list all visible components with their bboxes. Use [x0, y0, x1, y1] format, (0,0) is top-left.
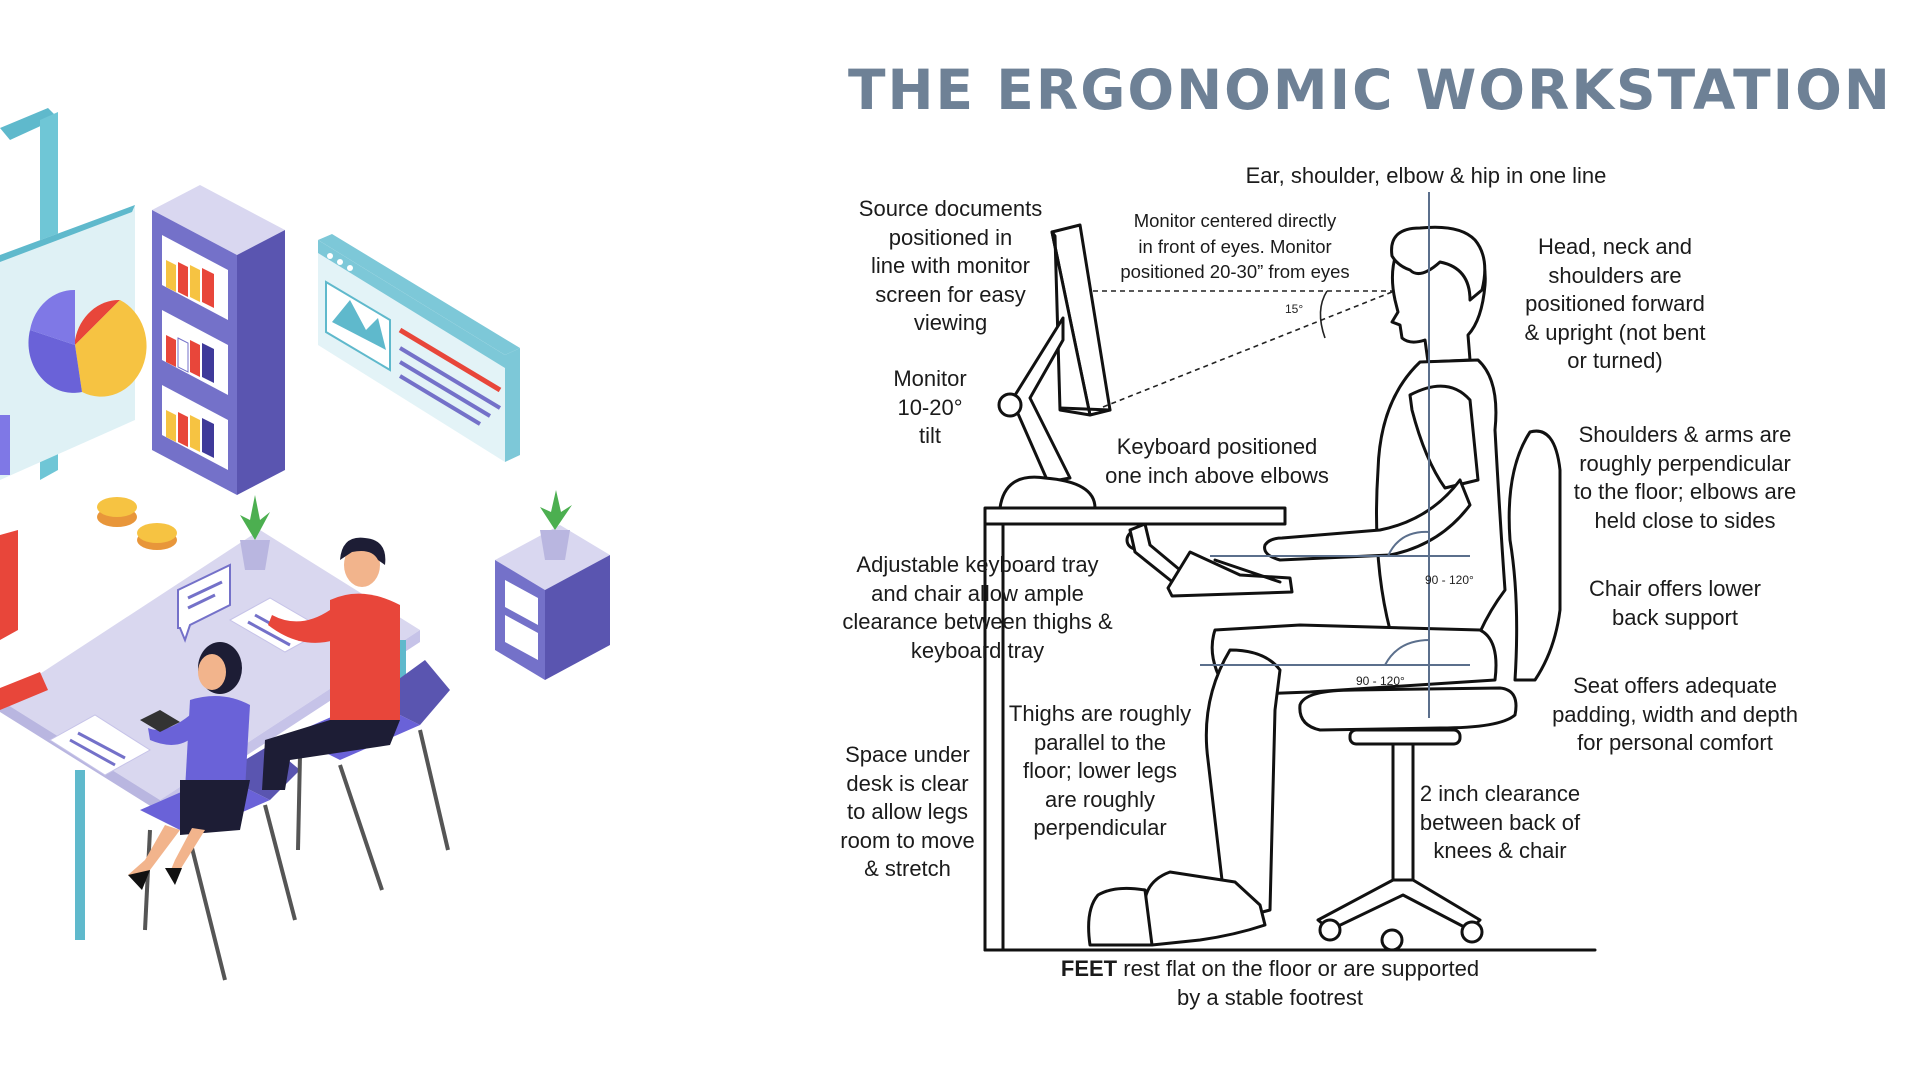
bookshelf-icon: [152, 185, 285, 495]
label-space-under-desk: Space under desk is clear to allow legs …: [840, 742, 975, 881]
cabinet-icon: [495, 490, 610, 680]
hip-angle-arc: [1384, 639, 1431, 666]
page-title: THE ERGONOMIC WORKSTATION: [848, 58, 1892, 122]
office-chair-icon: [1298, 429, 1562, 952]
woman-figure-icon: [128, 642, 250, 890]
label-thighs-parallel: Thighs are roughly parallel to the floor…: [1008, 701, 1192, 840]
presentation-board-icon: [0, 108, 147, 480]
monitor-icon: [997, 223, 1112, 510]
label-adjustable-tray: Adjustable keyboard tray and chair allow…: [842, 552, 1113, 663]
man-figure-icon: [262, 537, 400, 790]
footer-caption: FEET rest flat on the floor or are suppo…: [1000, 955, 1540, 1012]
eye-angle-label: 15°: [1285, 302, 1304, 316]
label-keyboard-positioned: Keyboard positioned one inch above elbow…: [1105, 434, 1329, 488]
phone-icon: [140, 710, 180, 732]
label-monitor-tilt: Monitor 10-20° tilt: [893, 366, 967, 448]
coins-icon: [97, 497, 177, 550]
footer-rest: rest flat on the floor or are supported …: [1123, 956, 1480, 1010]
plant-icon: [240, 495, 270, 570]
workstation-diagram: [983, 223, 1597, 952]
label-shoulders-arms: Shoulders & arms are roughly perpendicul…: [1573, 422, 1797, 533]
label-ear-line: Ear, shoulder, elbow & hip in one line: [1245, 163, 1607, 188]
hip-angle-label: 90 - 120°: [1356, 674, 1405, 688]
footer-bold: FEET: [1060, 956, 1118, 981]
sight-lines: [1093, 290, 1393, 408]
label-knee-clearance: 2 inch clearance between back of knees &…: [1419, 781, 1581, 863]
office-scene-illustration: [0, 108, 610, 981]
seated-person-icon: [1087, 225, 1507, 947]
label-monitor-centered: Monitor centered directly in front of ey…: [1120, 210, 1350, 282]
chat-bubble-icon: [177, 563, 231, 643]
label-seat-padding: Seat offers adequate padding, width and …: [1552, 673, 1798, 755]
browser-window-icon: [318, 234, 520, 462]
label-source-docs: Source documents positioned in line with…: [858, 196, 1043, 335]
keyboard-tray-icon: [1125, 522, 1294, 598]
alignment-guides: [1200, 192, 1470, 718]
elbow-angle-label: 90 - 120°: [1425, 573, 1474, 587]
desk-top: [983, 506, 1287, 526]
label-chair-lower-back: Chair offers lower back support: [1589, 576, 1761, 630]
elbow-angle-arc: [1387, 530, 1431, 557]
label-head-neck: Head, neck and shoulders are positioned …: [1524, 234, 1706, 373]
red-box-icon: [0, 530, 18, 640]
